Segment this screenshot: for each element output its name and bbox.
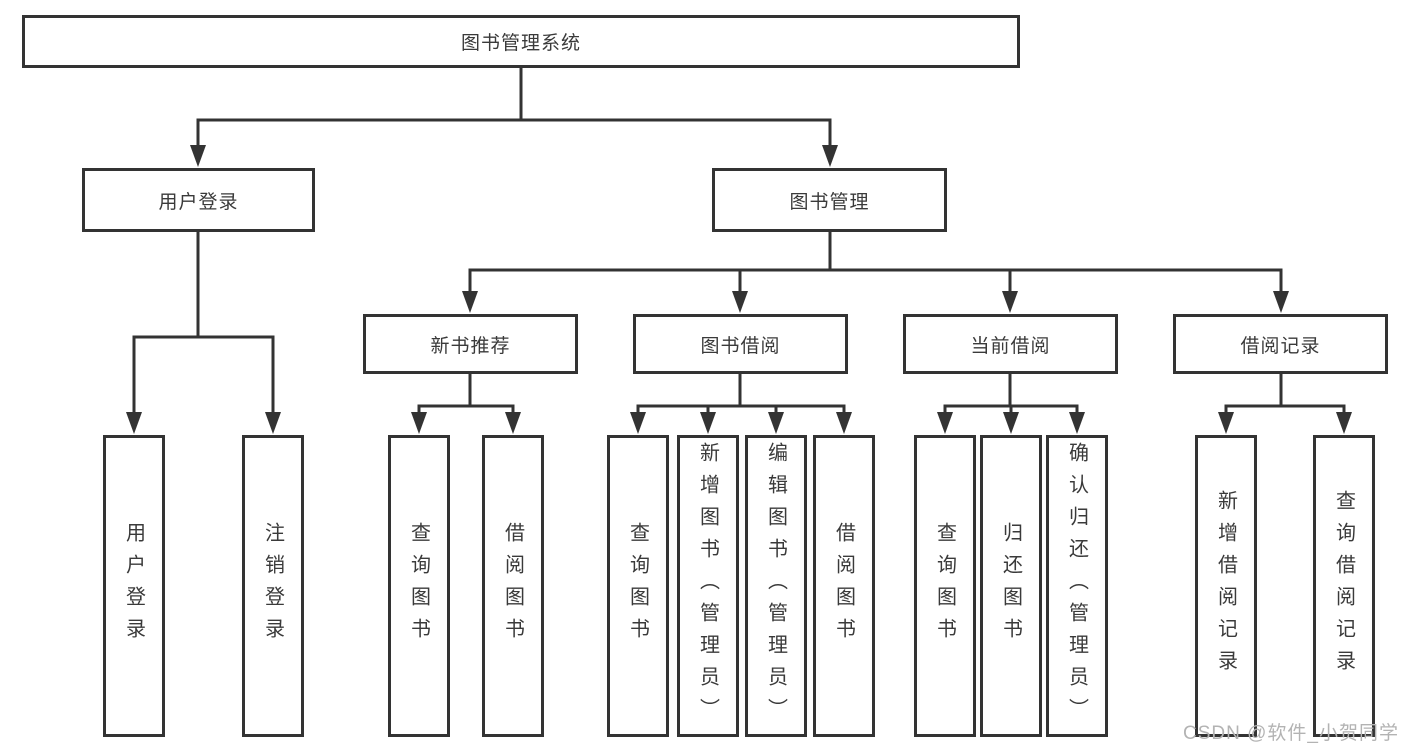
csdn-watermark: CSDN @软件_小贺同学 (1183, 723, 1399, 744)
connector-bookmgmt-to-level3 (462, 232, 1289, 313)
node-root-system: 图书管理系统 (22, 15, 1020, 68)
leaf-add-borrow-record: 新增借阅记录 (1195, 435, 1257, 737)
node-current-borrow: 当前借阅 (903, 314, 1118, 374)
node-user-login: 用户登录 (82, 168, 315, 232)
leaf-borrow-book: 借阅图书 (813, 435, 875, 737)
connector-borrow-to-leaves (630, 374, 852, 434)
node-book-borrow: 图书借阅 (633, 314, 848, 374)
node-book-management: 图书管理 (712, 168, 947, 232)
connector-root-to-level2 (190, 67, 838, 167)
leaf-borrow-book-recommend: 借阅图书 (482, 435, 544, 737)
leaf-query-book-current: 查询图书 (914, 435, 976, 737)
leaf-logout: 注销登录 (242, 435, 304, 737)
leaf-query-book-recommend: 查询图书 (388, 435, 450, 737)
connector-userlogin-to-leaves (126, 232, 281, 434)
node-new-book-recommend: 新书推荐 (363, 314, 578, 374)
connector-record-to-leaves (1218, 374, 1352, 434)
leaf-query-book-borrow: 查询图书 (607, 435, 669, 737)
leaf-query-borrow-record: 查询借阅记录 (1313, 435, 1375, 737)
node-borrow-record: 借阅记录 (1173, 314, 1388, 374)
connector-current-to-leaves (937, 374, 1085, 434)
leaf-edit-book-admin: 编辑图书（管理员） (745, 435, 807, 737)
leaf-user-login: 用户登录 (103, 435, 165, 737)
leaf-add-book-admin: 新增图书（管理员） (677, 435, 739, 737)
leaf-confirm-return-admin: 确认归还（管理员） (1046, 435, 1108, 737)
connector-newrec-to-leaves (411, 374, 521, 434)
leaf-return-book: 归还图书 (980, 435, 1042, 737)
